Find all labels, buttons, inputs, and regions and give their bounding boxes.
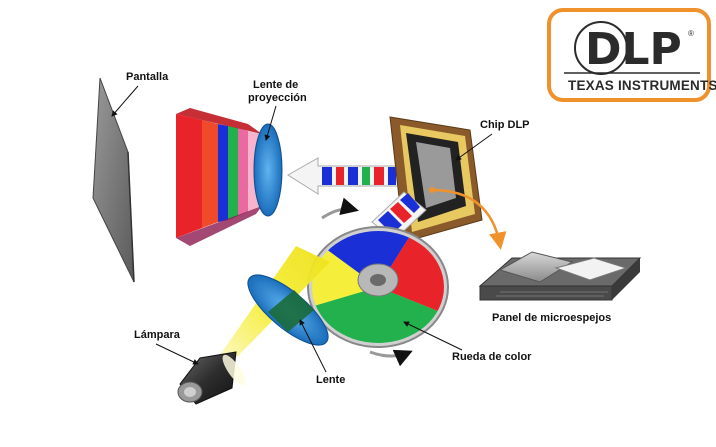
rotation-arrow-bottom (369, 349, 413, 367)
lamp (177, 351, 246, 405)
label-lens: Lente (316, 374, 345, 386)
logo-ring-icon (574, 21, 628, 75)
logo-registered-mark: ® (688, 29, 694, 38)
mirror-tilted (498, 251, 574, 283)
screen-panel (92, 77, 135, 283)
label-screen: Pantalla (126, 71, 169, 83)
screen (92, 77, 135, 283)
projection-lens (253, 123, 283, 217)
projected-band-red (176, 114, 202, 238)
logo-brand-text: DLP (585, 24, 682, 75)
mirror-flat (554, 257, 628, 281)
label-chip: Chip DLP (480, 119, 530, 131)
dlp-logo: DLP ® TEXAS INSTRUMENTS (547, 8, 716, 102)
label-lamp: Lámpara (134, 329, 181, 341)
projected-image (176, 108, 262, 246)
logo-frame (547, 8, 711, 102)
reflected-beam-arrow (287, 157, 426, 195)
label-projection-lens-1: Lente de (253, 79, 298, 91)
labels: Pantalla Lente de proyección Chip DLP Pa… (111, 71, 611, 386)
label-projection-lens-2: proyección (248, 92, 307, 104)
color-wheel (307, 226, 449, 348)
micromirror-panel (478, 251, 642, 301)
label-mirror-panel: Panel de microespejos (492, 312, 611, 324)
label-color-wheel: Rueda de color (452, 351, 532, 363)
logo-company-text: TEXAS INSTRUMENTS (568, 78, 716, 93)
zoom-arrow (431, 188, 507, 250)
rotation-arrow-top (321, 197, 359, 220)
